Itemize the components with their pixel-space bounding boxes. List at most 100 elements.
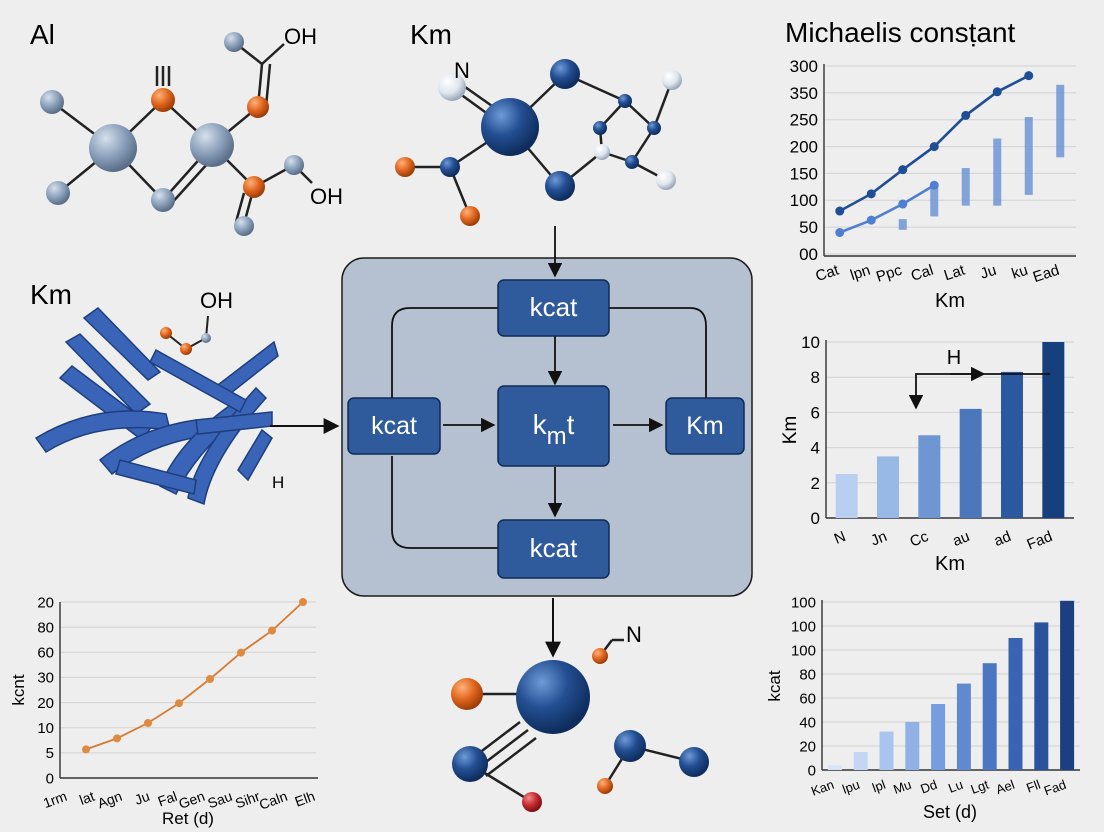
data-point — [866, 189, 876, 199]
range-bar — [898, 219, 907, 230]
x-tick-label: Lu — [946, 777, 965, 796]
node-bottom: kcat — [497, 519, 610, 579]
data-point — [835, 228, 845, 238]
data-point — [206, 675, 214, 683]
molecule-top-center: Km N — [395, 19, 682, 226]
y-tick-label: 100 — [791, 618, 816, 635]
molecule-bottom: N — [451, 622, 709, 812]
range-bar — [1056, 84, 1065, 158]
loop-line — [391, 456, 498, 549]
loop-line — [391, 307, 498, 398]
x-tick-label: lpu — [840, 777, 861, 797]
chart-michaelis-line: Michaelis consṭant 30035025020015010050… — [785, 17, 1076, 312]
node-top: kcat — [497, 279, 610, 337]
atom-hydrogen — [656, 170, 676, 190]
label-top-center: Km — [410, 19, 452, 50]
atom-metal-product — [516, 660, 590, 734]
y-tick-label: 60 — [799, 690, 816, 707]
bar — [879, 731, 894, 770]
node-top-label: kcat — [530, 292, 578, 322]
atom-red — [522, 792, 542, 812]
x-tick-label: Jn — [868, 528, 889, 550]
atom-nitrogen — [440, 157, 460, 177]
data-point — [299, 598, 307, 606]
chart2-annotation-label: H — [947, 347, 961, 369]
range-bar — [1024, 117, 1033, 195]
loop-line — [609, 307, 707, 398]
atom-carbon-large — [89, 124, 137, 172]
y-tick-label: 80 — [799, 666, 816, 683]
bar — [956, 683, 971, 770]
node-bottom-label: kcat — [530, 533, 578, 563]
x-tick-label: lpl — [870, 777, 887, 796]
y-tick-label: 10 — [801, 333, 820, 352]
bar — [1008, 638, 1023, 770]
range-bar — [930, 184, 939, 217]
x-tick-label: Lgt — [969, 777, 991, 797]
y-tick-label: 4 — [811, 439, 820, 458]
atom-hydrogen — [662, 70, 682, 90]
y-tick-label: 0 — [808, 762, 816, 779]
atom-carbon — [40, 90, 64, 114]
x-tick-label: Cat — [814, 261, 842, 285]
node-left-label: kcat — [371, 412, 417, 440]
chart1-title: Michaelis consṭant — [785, 17, 1016, 48]
x-tick-label: Kan — [809, 777, 836, 799]
bar — [959, 408, 982, 518]
label-hydroxyl: OH — [284, 24, 317, 49]
y-tick-label: 50 — [799, 218, 818, 237]
atom-carbon — [234, 216, 254, 236]
chart2-annotation-path — [908, 373, 1050, 410]
atom-oxygen — [160, 327, 172, 339]
x-tick-label: Ppc — [874, 261, 904, 285]
bar — [982, 663, 997, 770]
label-hydrogen: H — [272, 473, 284, 492]
label-hydroxyl: OH — [310, 184, 343, 209]
x-tick-label: Fad — [1042, 777, 1068, 799]
chart3-ylabel: kcnt — [9, 674, 28, 705]
y-tick-label: 30 — [37, 670, 54, 687]
bar — [905, 722, 920, 770]
range-bar — [961, 168, 970, 206]
x-tick-label: Dd — [918, 777, 939, 797]
x-tick-label: 1rm — [41, 788, 69, 811]
y-tick-label: 20 — [799, 738, 816, 755]
x-tick-label: N — [832, 528, 848, 548]
x-tick-label: au — [950, 528, 972, 550]
chart4-ylabel: kcat — [765, 670, 784, 701]
atom-carbon — [284, 155, 304, 175]
y-tick-label: 100 — [790, 191, 818, 210]
data-point — [898, 199, 908, 209]
range-bar — [993, 138, 1002, 206]
series-line — [85, 601, 304, 751]
bar — [1060, 600, 1075, 770]
protein-ribbon: Km OH H — [30, 279, 284, 506]
y-tick-label: 300 — [790, 57, 818, 76]
chart3-grid — [60, 601, 316, 779]
x-tick-label: Cal — [909, 262, 936, 285]
atom-oxygen — [451, 678, 483, 710]
data-point — [929, 180, 939, 190]
chart2-bars — [835, 342, 1065, 518]
x-tick-label: Ead — [1031, 262, 1062, 286]
series-line — [839, 184, 935, 234]
label-hydroxyl: OH — [200, 288, 233, 313]
data-point — [113, 734, 121, 743]
bar — [835, 474, 858, 518]
node-center-label: kmt — [533, 409, 575, 450]
atom-oxygen — [597, 778, 613, 794]
x-tick-label: Cc — [907, 528, 931, 551]
atom-oxygen — [395, 157, 415, 177]
y-tick-label: 60 — [37, 645, 54, 662]
x-tick-label: Elh — [293, 788, 317, 810]
chart3-marks — [82, 598, 307, 754]
atom-oxygen — [180, 343, 192, 355]
x-tick-label: Fal — [155, 788, 179, 810]
x-tick-label: Mu — [891, 777, 913, 797]
